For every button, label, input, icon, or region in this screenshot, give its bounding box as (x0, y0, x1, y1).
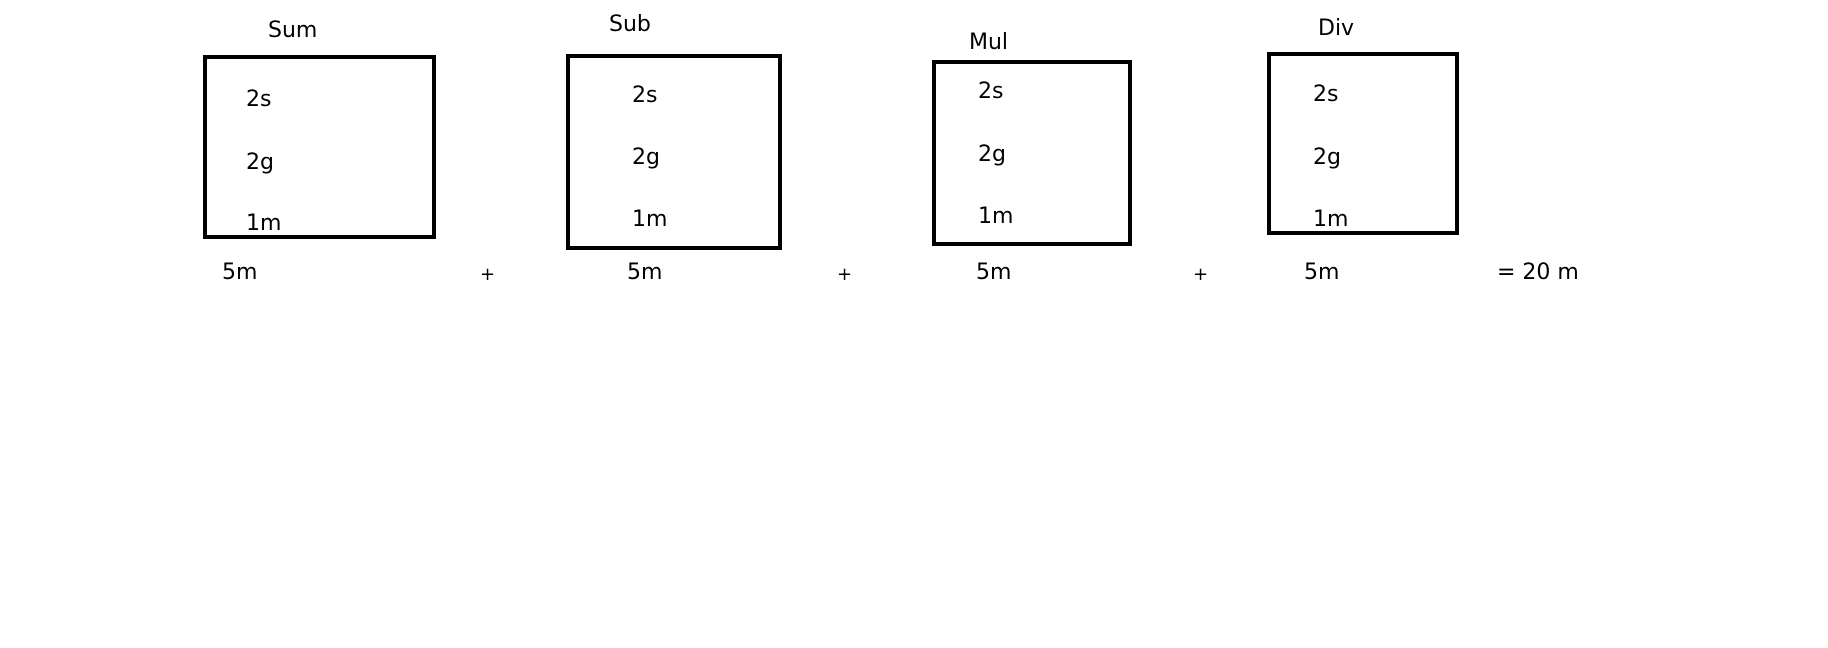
plus-operator: + (1193, 264, 1209, 285)
box-total-mul: 5m (976, 260, 1012, 285)
box-title-sub: Sub (609, 12, 651, 37)
box-item: 2g (632, 145, 660, 170)
plus-operator: + (480, 264, 496, 285)
box-title-mul: Mul (969, 30, 1009, 55)
box-total-div: 5m (1304, 260, 1340, 285)
box-item: 2g (1313, 145, 1341, 170)
box-sub: 2s 2g 1m (566, 54, 782, 250)
plus-operator: + (837, 264, 853, 285)
box-title-div: Div (1318, 16, 1355, 41)
box-item: 2s (978, 79, 1004, 104)
box-div: 2s 2g 1m (1267, 52, 1459, 235)
box-item: 1m (978, 204, 1014, 229)
box-mul: 2s 2g 1m (932, 60, 1132, 246)
box-item: 1m (246, 211, 282, 236)
box-title-sum: Sum (268, 18, 318, 43)
equation-result: = 20 m (1497, 260, 1579, 285)
box-item: 2s (632, 83, 658, 108)
box-total-sub: 5m (627, 260, 663, 285)
box-item: 2g (978, 142, 1006, 167)
box-item: 1m (1313, 207, 1349, 232)
box-item: 1m (632, 207, 668, 232)
box-item: 2s (246, 87, 272, 112)
box-sum: 2s 2g 1m (203, 55, 436, 239)
box-item: 2s (1313, 82, 1339, 107)
box-item: 2g (246, 150, 274, 175)
box-total-sum: 5m (222, 260, 258, 285)
